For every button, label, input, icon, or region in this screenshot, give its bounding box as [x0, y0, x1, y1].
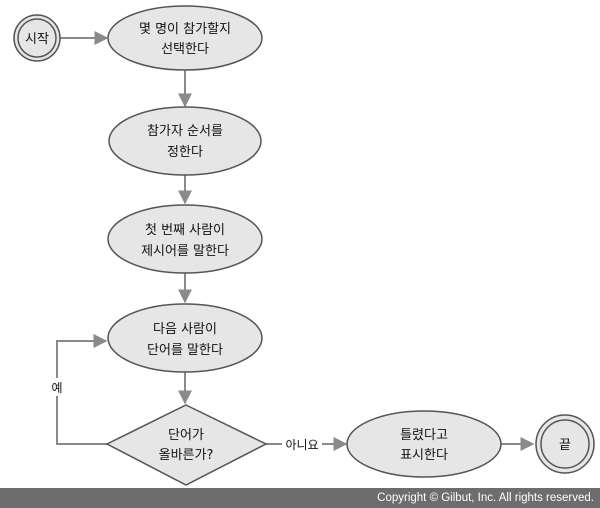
step3-line2: 제시어를 말한다 — [141, 244, 229, 259]
step2-line2: 정한다 — [167, 145, 203, 160]
step4-line2: 단어를 말한다 — [147, 343, 223, 358]
step2-line1: 참가자 순서를 — [147, 124, 223, 139]
step-first-word: 첫 번째 사람이 제시어를 말한다 — [107, 204, 263, 274]
yes-label-bg — [46, 378, 68, 396]
fail-line2: 표시한다 — [400, 448, 448, 463]
step-choose-participants: 몇 명이 참가할지 선택한다 — [107, 5, 263, 71]
step1-line2: 선택한다 — [161, 42, 209, 57]
flowchart-svg: 시작 몇 명이 참가할지 선택한다 참가자 순서를 정한다 첫 번째 사람이 제… — [13, 5, 595, 486]
copyright-footer: Copyright © Gilbut, Inc. All rights rese… — [0, 488, 600, 508]
start-label: 시작 — [25, 32, 49, 47]
edge-label-yes: 예 — [51, 381, 62, 395]
decision-line2: 올바른가? — [159, 448, 214, 463]
end-label: 끝 — [559, 438, 571, 453]
step3-line1: 첫 번째 사람이 — [145, 223, 225, 238]
step-set-order: 참가자 순서를 정한다 — [108, 106, 262, 176]
decision-line1: 단어가 — [168, 428, 204, 443]
decision-word-correct: 단어가 올바른가? — [105, 404, 268, 486]
step-next-word: 다음 사람이 단어를 말한다 — [107, 303, 263, 373]
step-mark-wrong: 틀렸다고 표시한다 — [346, 410, 502, 478]
start-node: 시작 — [13, 14, 61, 62]
fail-line1: 틀렸다고 — [400, 428, 448, 443]
end-node: 끝 — [535, 414, 595, 474]
edge-label-no: 아니요 — [285, 438, 318, 452]
step4-line1: 다음 사람이 — [153, 322, 217, 337]
step1-line1: 몇 명이 참가할지 — [139, 22, 231, 37]
